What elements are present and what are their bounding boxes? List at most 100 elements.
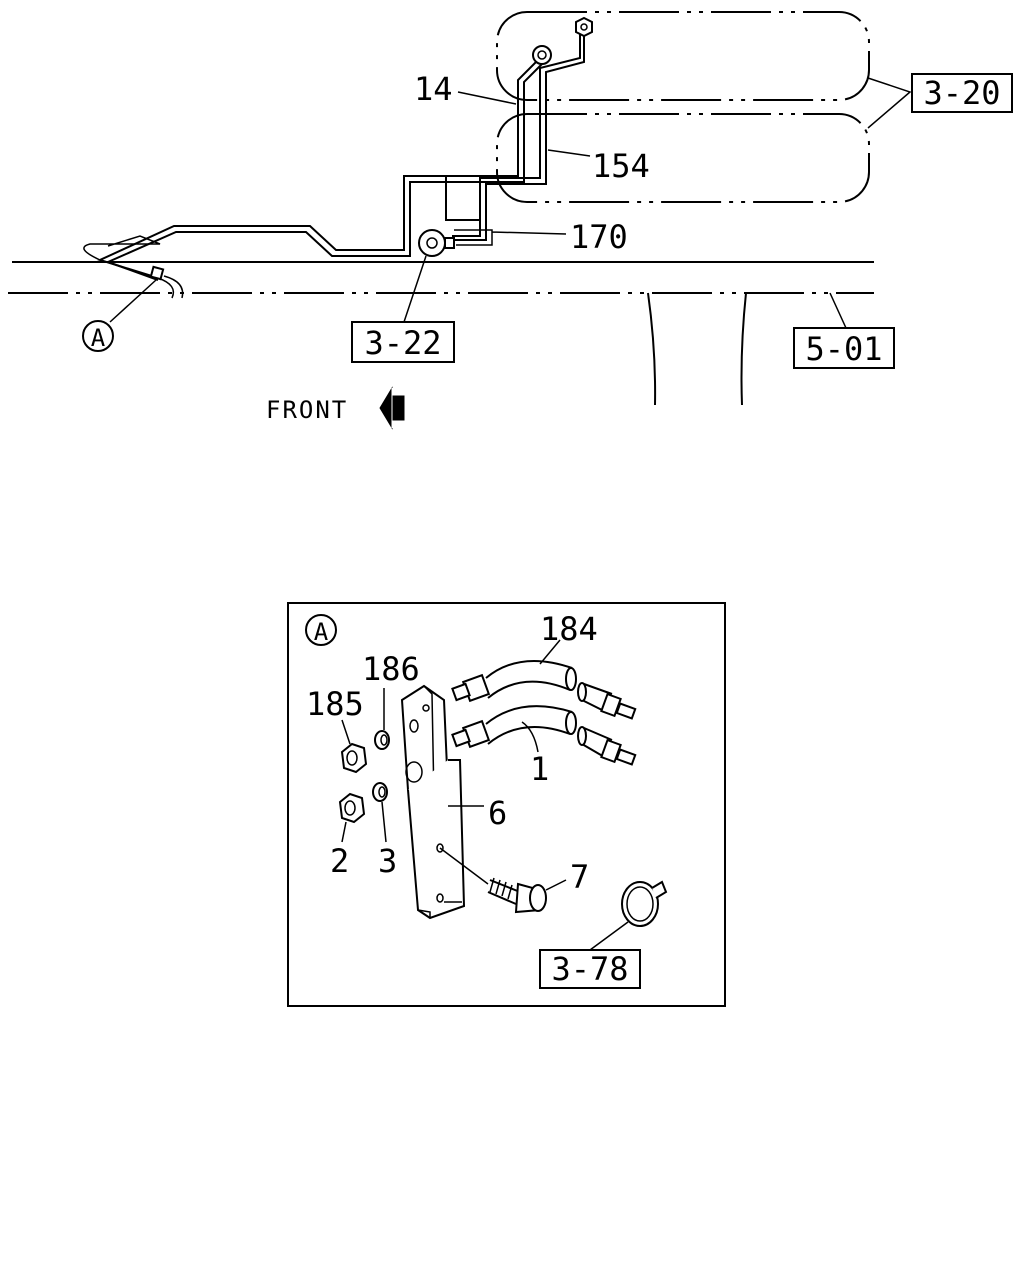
hose-184-bottom-edge	[487, 680, 571, 699]
crossmember-right	[740, 292, 747, 406]
nut-185-bore	[346, 750, 358, 766]
detail-a-circle	[305, 614, 337, 646]
nut-2-bore	[344, 800, 356, 816]
ref-box-3-78[interactable]: 3-78	[539, 949, 641, 989]
tank-fitting-upper-nut	[575, 16, 593, 38]
ref-label-3-22: 3-22	[364, 324, 441, 362]
hose-clamp-screw	[651, 880, 668, 899]
hose-184	[451, 659, 637, 720]
nut-185	[340, 742, 368, 774]
callout-a[interactable]: A	[82, 320, 114, 352]
fitting-184-tip	[615, 702, 637, 720]
hose-184-end	[565, 667, 577, 691]
leader-5-01	[829, 292, 847, 329]
part-number-186: 186	[362, 650, 420, 688]
leader-7	[545, 879, 567, 891]
hose-clamp-band-outer	[621, 881, 659, 927]
bolt-7-thread-3	[501, 881, 507, 897]
sensor-body	[418, 229, 446, 257]
washer-186-inner	[380, 734, 388, 746]
hose-1-top-edge	[485, 705, 573, 725]
frame-rails	[8, 261, 874, 406]
leader-185	[341, 719, 351, 745]
nut-2-hex	[338, 792, 366, 824]
pipe-end-2	[163, 275, 184, 299]
bracket-edge	[417, 909, 431, 918]
part-number-6: 6	[488, 794, 507, 832]
leader-a	[109, 279, 157, 323]
part-number-184: 184	[540, 610, 598, 648]
leader-1	[521, 721, 539, 753]
leader-3	[381, 801, 387, 843]
leader-184	[539, 639, 561, 665]
leader-14	[457, 91, 517, 105]
pipe-154-outer	[452, 32, 585, 241]
nut-185-hex	[340, 742, 368, 774]
top-assembly: 14 154 170 3-20 3-22 5-01 A FRONT	[8, 11, 1013, 430]
bracket-lower-plate	[407, 759, 466, 920]
part-number-185: 185	[306, 685, 364, 723]
hose-1-bottom-edge	[487, 725, 571, 745]
detail-a: A	[287, 602, 726, 1007]
ref-label-5-01: 5-01	[805, 330, 882, 368]
nipple-184-stem	[451, 682, 471, 702]
fuel-lines	[83, 32, 585, 299]
leader-3-78	[589, 921, 629, 951]
ref-box-5-01[interactable]: 5-01	[793, 327, 895, 369]
part-number-14: 14	[414, 70, 453, 108]
front-label: FRONT	[266, 396, 348, 424]
hose-clamp	[621, 880, 668, 927]
detail-leader-lines	[341, 639, 629, 951]
pipe-end-1	[157, 277, 175, 299]
ref-box-3-78-frame	[539, 949, 641, 989]
tank-fitting-upper-center	[580, 23, 588, 31]
nut-2	[338, 792, 366, 824]
ref-box-3-22-frame	[351, 321, 455, 363]
leader-2	[341, 821, 347, 843]
leader-154	[547, 149, 591, 157]
washer-186	[374, 730, 390, 750]
tank-fitting-lower-center	[537, 50, 547, 60]
bracket-hole-2	[405, 761, 423, 783]
ref-box-3-22[interactable]: 3-22	[351, 321, 455, 363]
bolt-7	[439, 847, 547, 914]
bracket-hole-3	[422, 704, 430, 712]
tank-fitting-lower	[532, 45, 552, 65]
sensor-3-22	[418, 229, 455, 257]
bolt-7-thread-2	[495, 879, 501, 895]
leader-lines	[109, 77, 912, 329]
pipe-branch	[440, 175, 480, 221]
bracket-hole-4	[436, 843, 444, 853]
ref-box-5-01-frame	[793, 327, 895, 369]
pipe-154-inner	[452, 32, 581, 237]
ref-label-3-78: 3-78	[551, 950, 628, 988]
fuel-tanks	[496, 11, 870, 203]
clip-a	[149, 265, 165, 281]
sensor-center	[426, 237, 438, 249]
fitting-184-nut	[600, 692, 622, 718]
hose-1	[451, 705, 637, 766]
bracket-6	[400, 684, 466, 920]
hose-clamp-band-inner	[626, 886, 654, 922]
sensor-port	[444, 237, 455, 249]
callout-a-letter: A	[91, 324, 106, 352]
upper-tank	[496, 11, 870, 101]
bolt-7-head-face	[529, 884, 547, 912]
part-number-154: 154	[592, 147, 650, 185]
fitting-184-mouth	[577, 682, 587, 702]
callout-a-circle	[82, 320, 114, 352]
leader-170	[454, 229, 567, 246]
ref-box-3-20[interactable]: 3-20	[911, 73, 1013, 113]
bolt-7-thread-1	[489, 877, 495, 893]
crossmember-left	[647, 292, 657, 406]
part-number-2: 2	[330, 842, 349, 880]
pipe-14-inner	[105, 61, 545, 281]
fitting-1-tip	[615, 748, 637, 766]
ref-box-3-20-frame	[911, 73, 1013, 113]
lower-tank	[496, 113, 870, 203]
tank-fitting-upper	[575, 16, 593, 38]
bracket-fold	[423, 685, 435, 801]
washer-3-inner	[378, 786, 386, 798]
front-direction-arrow-icon	[379, 386, 405, 430]
